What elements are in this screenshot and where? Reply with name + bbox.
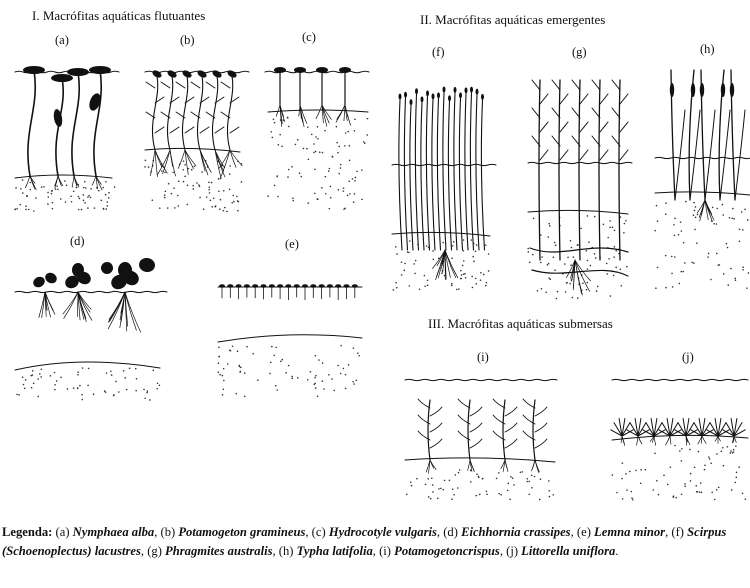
legend: Legenda: (a) Nymphaea alba, (b) Potamoge… xyxy=(2,523,746,560)
panel-label-a: (a) xyxy=(55,33,69,48)
legend-item-c: (c) Hydrocotyle vulgaris, xyxy=(312,525,440,539)
macrophyte-diagram: I. Macrófitas aquáticas flutuantes II. M… xyxy=(0,0,750,515)
panel-label-e: (e) xyxy=(285,237,299,252)
group-title-submerged: III. Macrófitas aquáticas submersas xyxy=(428,316,613,332)
illustration-g xyxy=(527,80,632,299)
macrophyte-illustrations xyxy=(0,0,750,515)
panel-label-d: (d) xyxy=(70,234,85,249)
panel-label-i: (i) xyxy=(477,350,489,365)
panel-label-j: (j) xyxy=(682,350,694,365)
illustration-e xyxy=(218,284,362,397)
legend-item-j: (j) Littorella uniflora. xyxy=(506,544,618,558)
illustration-d xyxy=(15,257,167,401)
legend-item-h: (h) Typha latifolia, xyxy=(279,544,376,558)
panel-label-h: (h) xyxy=(700,42,715,57)
illustration-c xyxy=(265,67,369,210)
legend-item-e: (e) Lemna minor, xyxy=(577,525,668,539)
panel-label-b: (b) xyxy=(180,33,195,48)
panel-label-g: (g) xyxy=(572,45,587,60)
legend-item-d: (d) Eichhornia crassipes, xyxy=(443,525,574,539)
illustration-j xyxy=(611,379,748,500)
illustration-f xyxy=(392,86,496,290)
legend-item-i: (i) Potamogetoncrispus, xyxy=(379,544,503,558)
panel-label-f: (f) xyxy=(432,45,445,60)
illustration-h xyxy=(654,70,750,289)
panel-label-c: (c) xyxy=(302,30,316,45)
illustration-i xyxy=(405,379,557,500)
legend-item-g: (g) Phragmites australis, xyxy=(147,544,275,558)
illustration-b xyxy=(144,69,249,212)
group-title-floating: I. Macrófitas aquáticas flutuantes xyxy=(32,8,205,24)
illustration-a xyxy=(14,66,119,212)
legend-item-a: (a) Nymphaea alba, xyxy=(56,525,158,539)
legend-item-b: (b) Potamogeton gramineus, xyxy=(161,525,309,539)
legend-heading: Legenda: xyxy=(2,525,52,539)
group-title-emergent: II. Macrófitas aquáticas emergentes xyxy=(420,12,605,28)
